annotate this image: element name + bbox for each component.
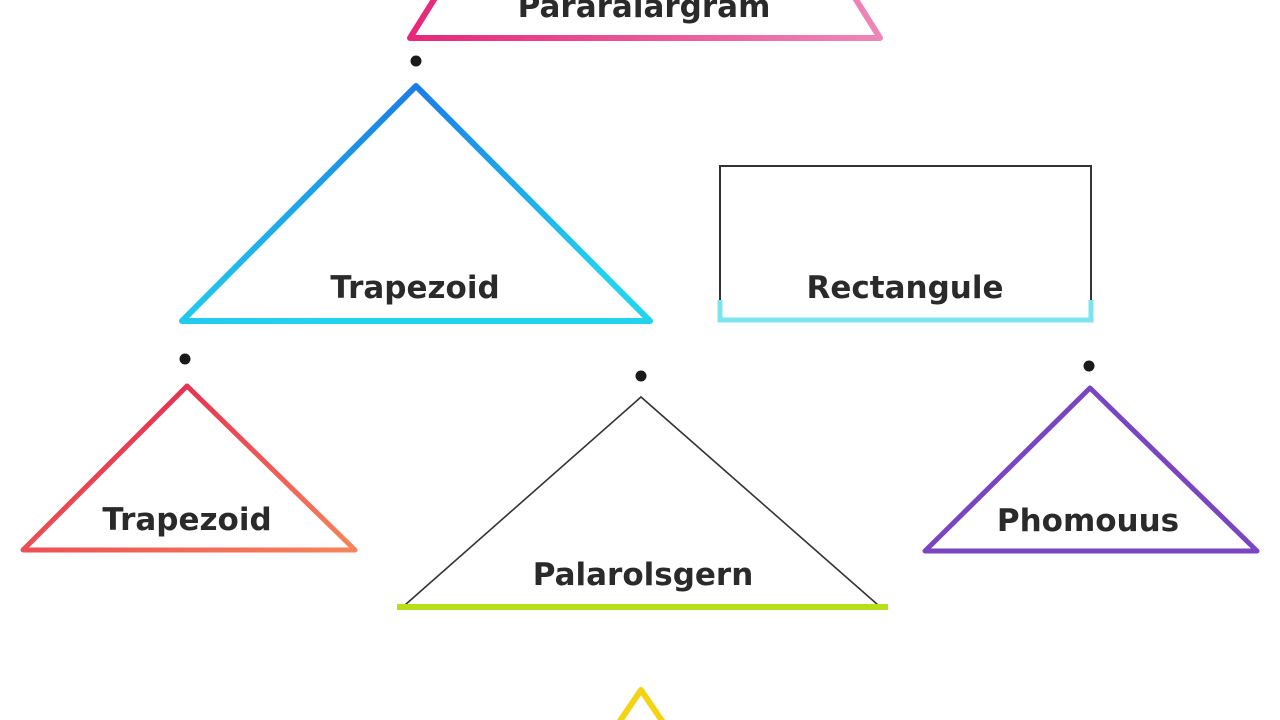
bottom-center-triangle-node: [397, 395, 888, 610]
bottom-left-triangle-node: [20, 383, 358, 553]
mid-right-node-label: Rectangule: [806, 270, 1004, 306]
connector-dot: [635, 370, 647, 382]
bottom-right-node-label: Phomouus: [996, 503, 1180, 539]
top-node-label: Pararalargram: [517, 0, 771, 25]
mid-left-triangle-node: [179, 83, 653, 324]
bottom-left-node-label: Trapezoid: [102, 502, 272, 538]
connector-dot: [410, 55, 422, 67]
bottom-center-node-label: Palarolsgern: [532, 557, 754, 593]
mid-left-node-label: Trapezoid: [330, 270, 500, 306]
connector-dot: [1083, 360, 1095, 372]
connector-dot: [179, 353, 191, 365]
bottom-partial-triangle-node: [616, 687, 666, 720]
top-triangle-node: [407, 0, 883, 41]
bottom-right-triangle-node: [922, 385, 1260, 554]
mid-right-rectangle-node: [717, 165, 1094, 323]
